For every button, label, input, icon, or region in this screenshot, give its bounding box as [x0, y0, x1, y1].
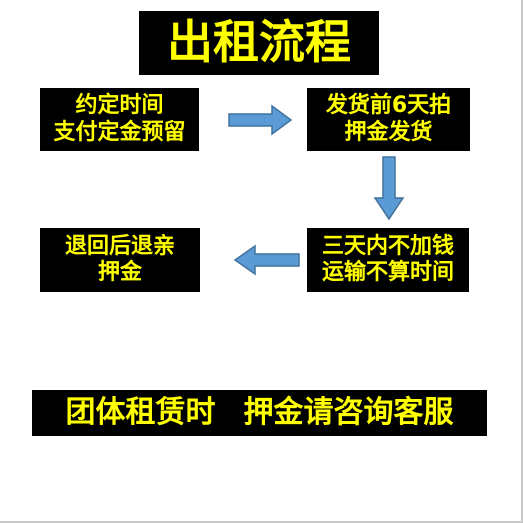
step-4-line-1: 退回后退亲 — [64, 233, 175, 259]
step-1-line-1: 约定时间 — [75, 93, 164, 119]
step-box-2: 发货前6天拍 押金发货 — [307, 88, 470, 151]
title-text: 出租流程 — [167, 15, 351, 70]
note-part-1: 团体租赁时 — [65, 395, 216, 430]
arrow-down-icon — [373, 156, 405, 221]
arrow-left-icon — [233, 244, 300, 276]
step-box-3: 三天内不加钱 运输不算时间 — [307, 228, 469, 292]
step-3-line-2: 运输不算时间 — [321, 260, 454, 285]
note-part-2: 押金请咨询客服 — [243, 395, 454, 430]
step-box-4: 退回后退亲 押金 — [40, 228, 200, 292]
step-box-1: 约定时间 支付定金预留 — [40, 88, 199, 151]
step-4-line-2: 押金 — [97, 260, 142, 285]
step-1-line-2: 支付定金预留 — [53, 119, 186, 145]
step-2-line-1: 发货前6天拍 — [325, 93, 452, 119]
page-title: 出租流程 — [139, 11, 379, 75]
group-rental-note: 团体租赁时 押金请咨询客服 — [32, 390, 487, 436]
step-2-line-2: 押金发货 — [344, 119, 433, 145]
step-3-line-1: 三天内不加钱 — [321, 233, 454, 259]
arrow-right-icon — [228, 104, 293, 136]
